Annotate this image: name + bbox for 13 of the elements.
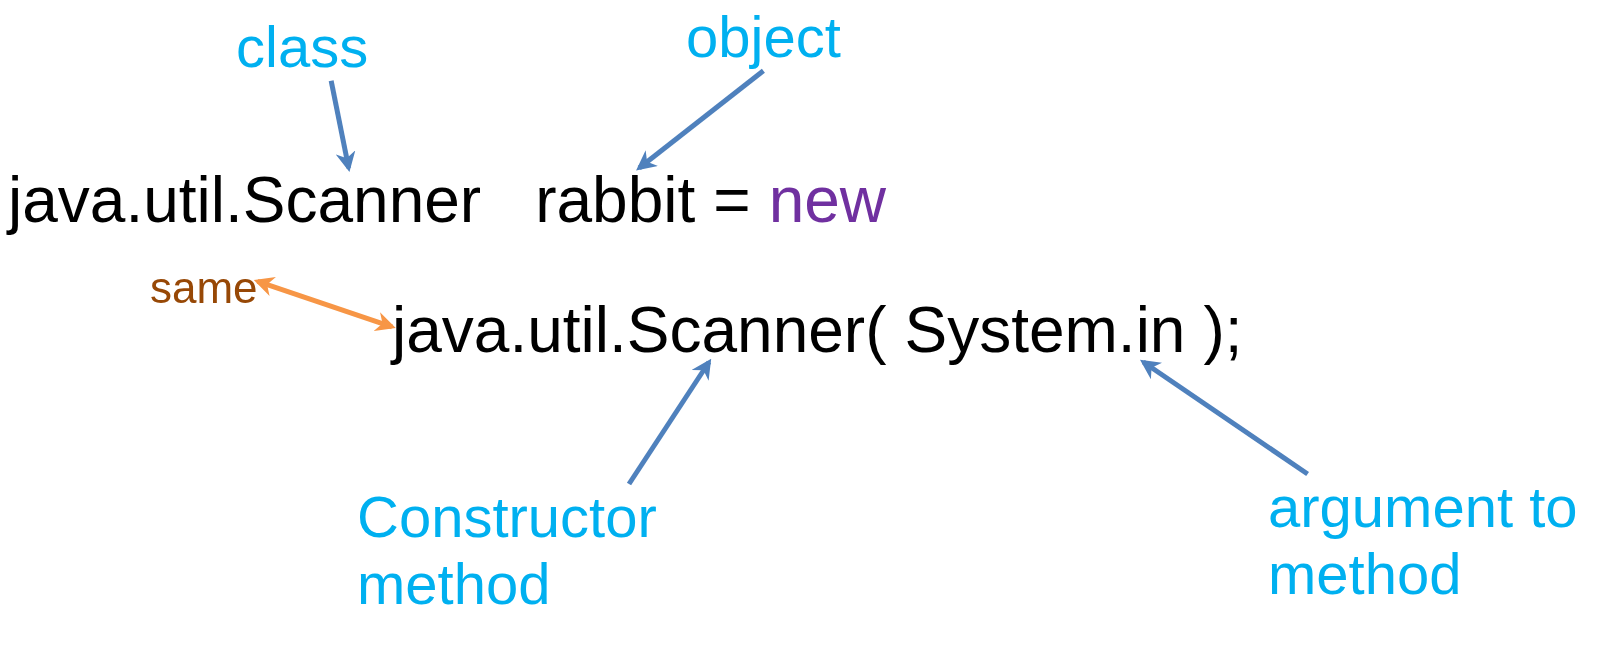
arrow bbox=[328, 80, 356, 172]
annotation-text: same bbox=[150, 266, 258, 310]
annotation-text: object bbox=[686, 4, 841, 71]
code-token: = bbox=[713, 168, 751, 232]
code-token: rabbit bbox=[535, 168, 696, 232]
annotation-text: Constructor method bbox=[357, 484, 757, 618]
arrow bbox=[636, 68, 765, 171]
annotation-text: argument to method bbox=[1268, 474, 1598, 608]
annotation-text: class bbox=[236, 14, 369, 81]
code-token: new bbox=[768, 168, 887, 232]
arrow bbox=[626, 358, 712, 486]
arrow bbox=[1140, 359, 1309, 477]
arrow bbox=[253, 277, 396, 332]
